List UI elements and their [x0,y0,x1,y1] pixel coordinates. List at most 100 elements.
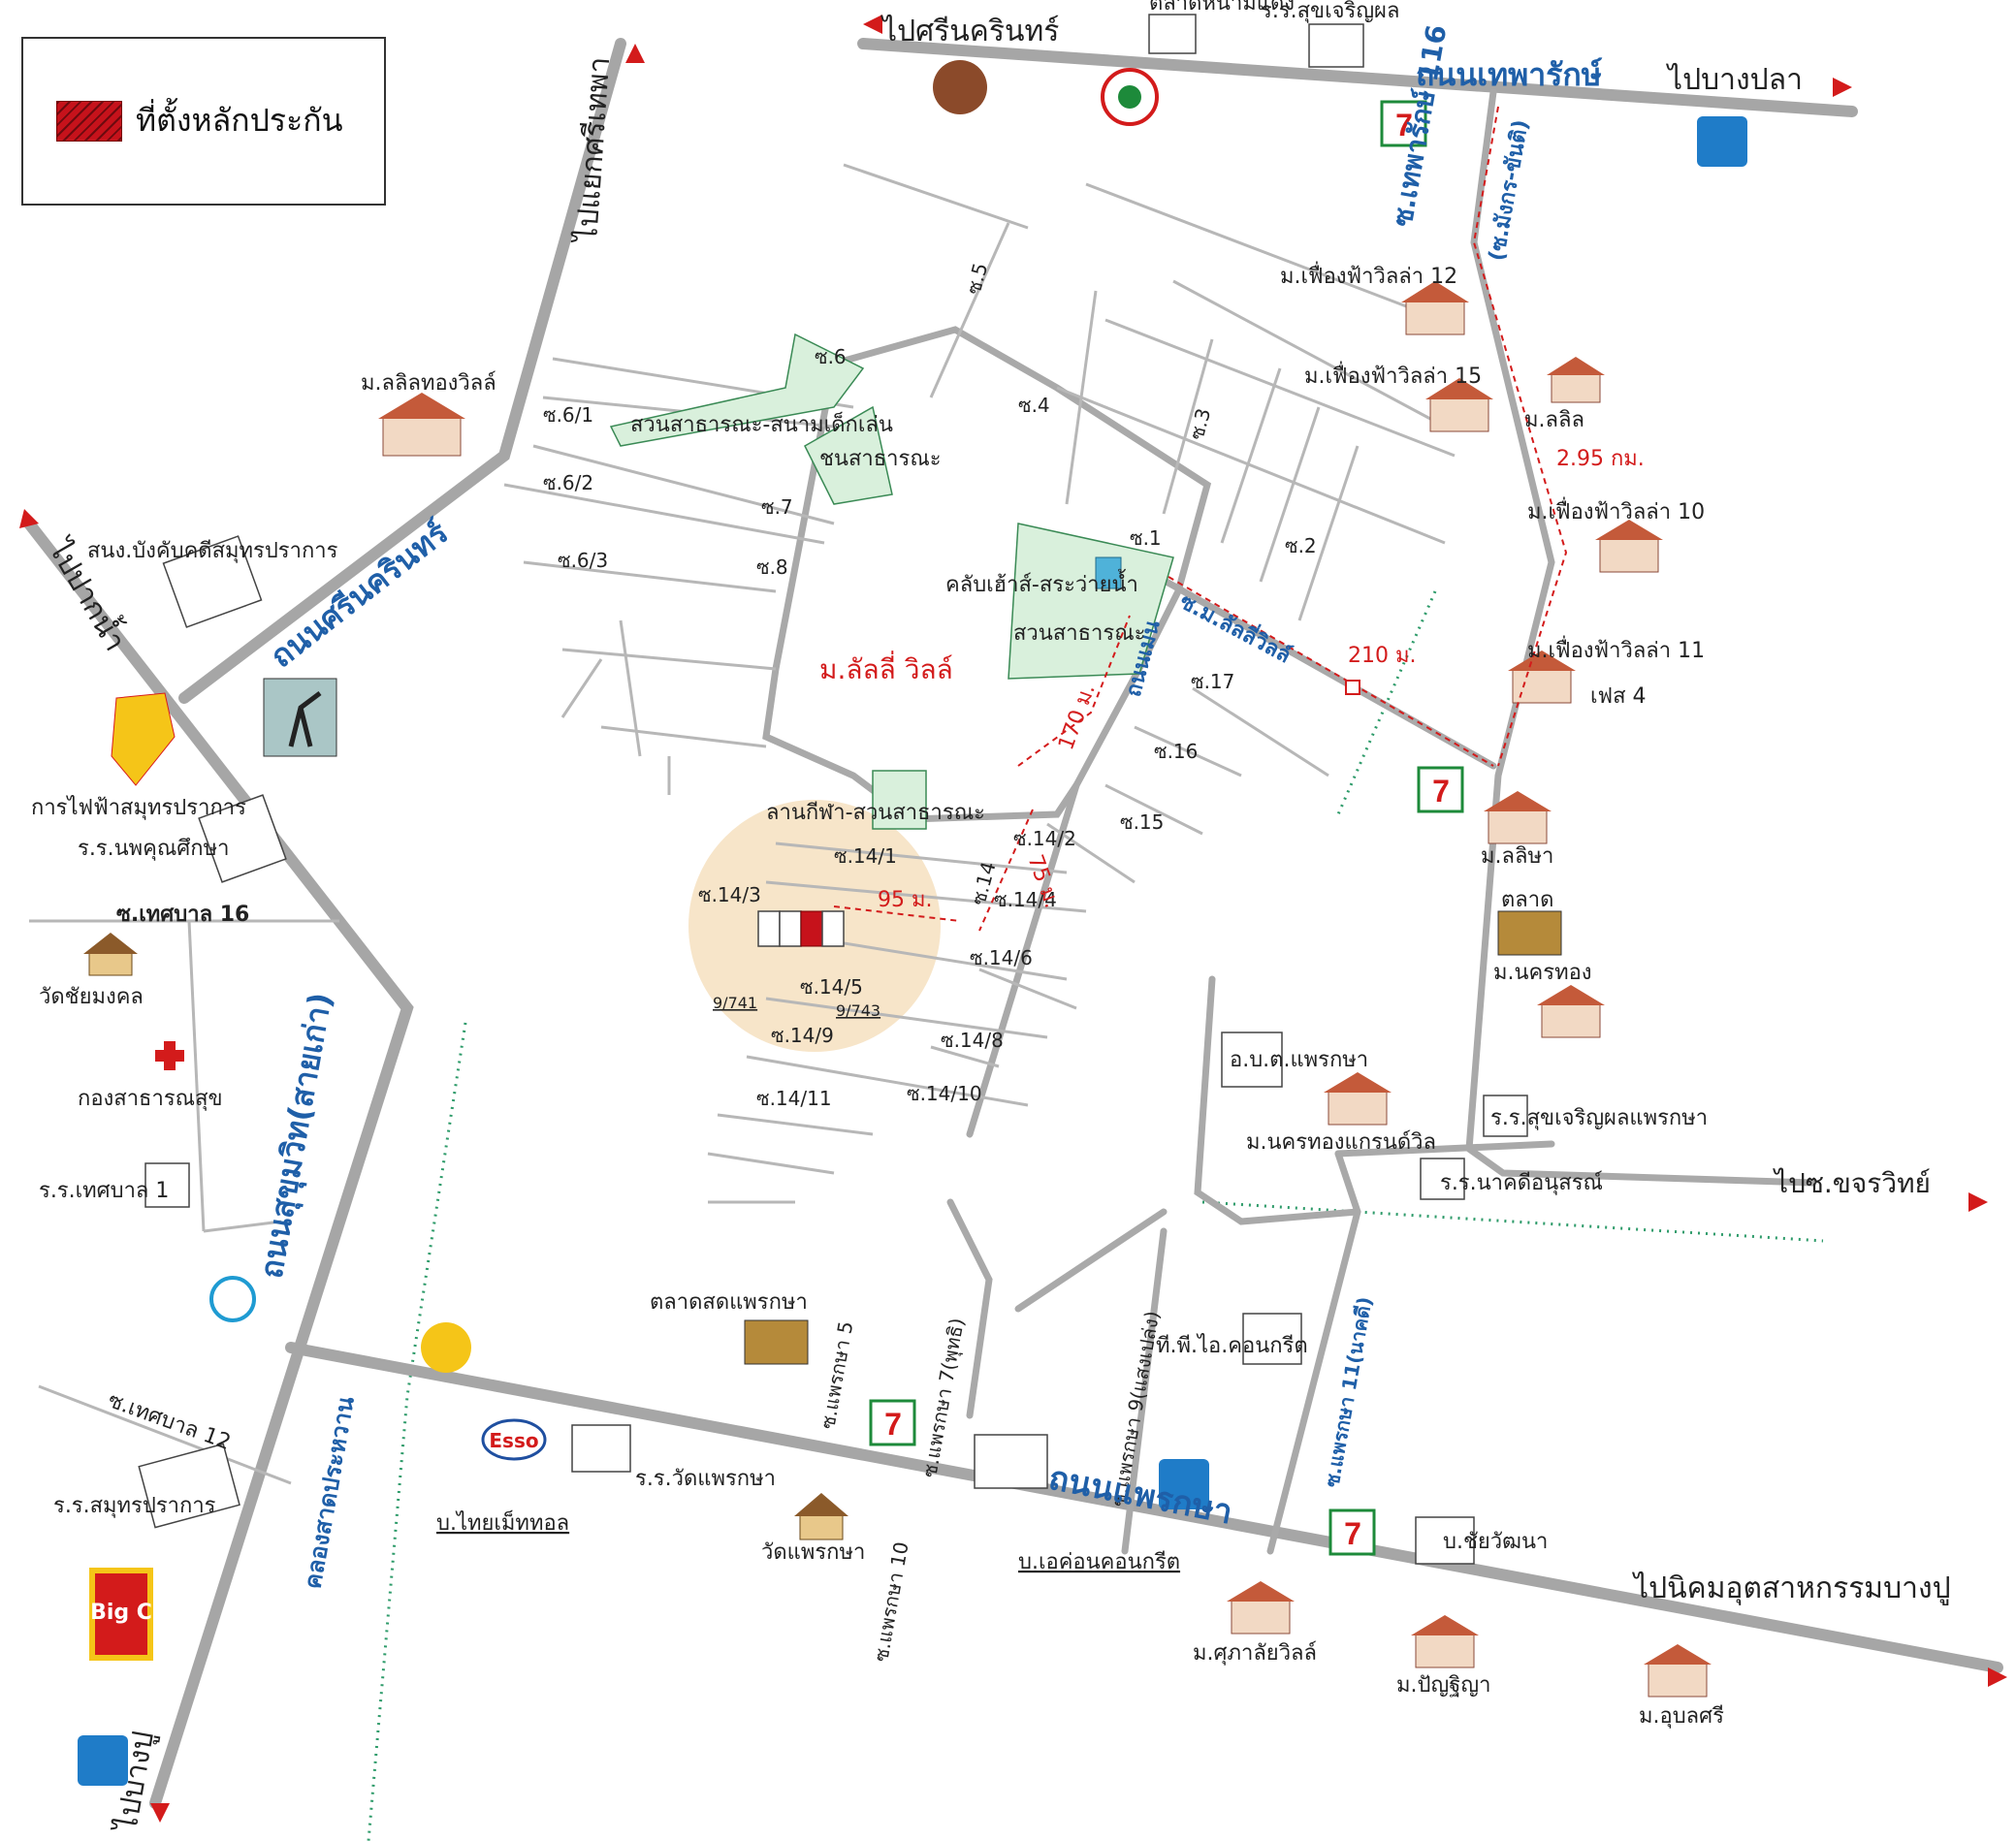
svg-text:7: 7 [1432,774,1450,809]
canal-line [367,1022,467,1841]
phraeksa7-road [946,1198,993,1419]
seven-eleven-icon: 7 [1380,100,1427,147]
house-icon [1547,357,1605,403]
label-distance-95: 95 ม. [878,888,932,912]
house-icon [1227,1581,1295,1635]
svg-text:7: 7 [1395,108,1413,143]
arrow-north-icon [625,44,645,63]
label-soi-6-1: ซ.6/1 [543,403,593,427]
srinakarin-road [178,38,626,704]
label-lalinthong: ม.ลลิลทองวิลล์ [361,371,496,396]
canal-line-north [1336,590,1437,815]
phraeksa-road [285,1342,2003,1673]
label-supalai: ม.ศุภาลัยวิลล์ [1193,1641,1317,1666]
arrow-northwest-icon [19,509,39,528]
ktb-icon [209,1276,256,1322]
label-distance-295: 2.95 กม. [1556,447,1645,471]
label-wat-phraeksa: วัดแพรกษา [761,1540,865,1565]
esso-label: Esso [489,1429,538,1452]
arrow-east-icon-2 [1968,1192,1988,1212]
market-icon [1497,910,1562,956]
label-to-bangpla: ไปบางปลา [1666,62,1803,97]
label-soi-1: ซ.1 [1130,526,1162,550]
label-soi-14-9: ซ.14/9 [771,1024,834,1047]
svg-text:7: 7 [1344,1516,1361,1551]
label-market-nam-daeng: ตลาดหนามแดง [1149,0,1295,16]
house-icon [1484,791,1552,844]
temple-icon [794,1493,848,1540]
house-icon [1425,378,1493,432]
label-lot-9-741: 9/741 [713,994,757,1012]
label-phraeksa10: ซ.แพรกษา 10 [869,1540,912,1664]
electricity-icon [111,692,176,786]
label-fueangfa12: ม.เฟื่องฟ้าวิลล่า 12 [1280,261,1457,289]
house-icon [1595,520,1663,573]
label-school-nakdi: ร.ร.นาคดีอนุสรณ์ [1440,1171,1603,1195]
label-panya: ม.ปัญฐิญา [1396,1673,1490,1698]
legend: ที่ตั้งหลักประกัน [21,37,386,206]
house-icon [1411,1615,1479,1668]
label-soi-14-6: ซ.14/6 [970,946,1033,969]
theparak116-road [1465,88,1817,1187]
label-soi-17: ซ.17 [1191,670,1234,693]
label-lalli-soi: ซ.ม.ลัลลี่วิลล์ [1175,586,1296,669]
label-school-samutprakan: ร.ร.สมุทรปราการ [53,1494,216,1518]
label-theparak-road: ถนนเทพารักษ์ [1416,56,1603,93]
seven-eleven-icons: 7 7 7 7 [869,100,1464,1556]
direction-arrows [19,15,2007,1823]
label-school-sukcharoen: ร.ร.สุขเจริญผล [1261,0,1399,23]
svg-text:7: 7 [884,1407,902,1442]
collateral-lot [800,910,823,947]
label-school-wat: ร.ร.วัดแพรกษา [635,1467,776,1491]
krungsri-icon [421,1322,471,1373]
label-phase4: เฟส 4 [1590,684,1647,709]
ptt-icon [1697,116,1747,167]
label-soi-4: ซ.4 [1018,394,1050,417]
legend-swatch [56,101,122,142]
label-school-sukcharoen2: ร.ร.สุขเจริญผลแพรกษา [1490,1106,1708,1130]
house-icon [1324,1072,1392,1126]
label-soi-14-1: ซ.14/1 [834,844,897,868]
label-chaiwatthana: บ.ชัยวัฒนา [1443,1530,1548,1554]
label-lot-9-743: 9/743 [836,1001,880,1020]
house-icons [378,281,1712,1698]
label-soi-7: ซ.7 [761,495,793,519]
label-phraeksa7: ซ.แพรกษา 7(พุทธิ) [917,1317,970,1479]
label-electricity: การไฟฟ้าสมุทรปราการ [31,795,246,820]
market-road [1334,1140,1555,1158]
pool [1095,556,1122,589]
label-nakhonthong: ม.นครทอง [1493,961,1592,985]
label-park1: สวนสาธารณะ-สนามเด็กเล่น [630,410,893,437]
label-park2: สวนสาธารณะ [1013,621,1145,646]
arrow-east-icon [1833,78,1852,97]
health-cross-icon [155,1041,184,1070]
label-soi-6-2: ซ.6/2 [543,471,593,494]
theparak-road [857,38,1858,117]
label-soi-15: ซ.15 [1120,810,1164,834]
arrow-west-icon [863,15,882,34]
label-fueangfa10: ม.เฟื่องฟ้าวิลล่า 10 [1527,496,1705,524]
label-phraeksa5: ซ.แพรกษา 5 [816,1319,857,1431]
label-thai-metal: บ.ไทยเม็ททอล [436,1508,569,1536]
ptt-icon [1159,1459,1209,1509]
label-wat-chai: วัดชัยมงคล [39,985,144,1009]
bigc-icon [89,1568,153,1661]
label-soi-14-11: ซ.14/11 [756,1087,832,1110]
seven-eleven-icon: 7 [1417,766,1464,813]
label-market: ตลาด [1501,888,1553,912]
house-icon [1644,1644,1712,1698]
phraeksa9-road [1121,1227,1168,1555]
label-distance-210: 210 ม. [1348,644,1416,668]
label-soi-2: ซ.2 [1285,534,1317,557]
label-court: สนง.บังคับคดีสมุทรปราการ [87,539,338,563]
label-health: กองสาธารณสุข [78,1087,223,1111]
label-soi-8: ซ.8 [756,555,788,579]
house-icon [378,393,465,457]
obt-road [1194,975,1361,1225]
label-distance-170: 170 ม. [1054,681,1101,753]
golfer-icon [263,678,337,757]
label-to-khachonwit: ไปซ.ขจรวิทย์ [1773,1167,1931,1199]
label-obt: อ.บ.ต.แพรกษา [1230,1048,1368,1072]
label-fueangfa15: ม.เฟื่องฟ้าวิลล่า 15 [1304,361,1482,389]
